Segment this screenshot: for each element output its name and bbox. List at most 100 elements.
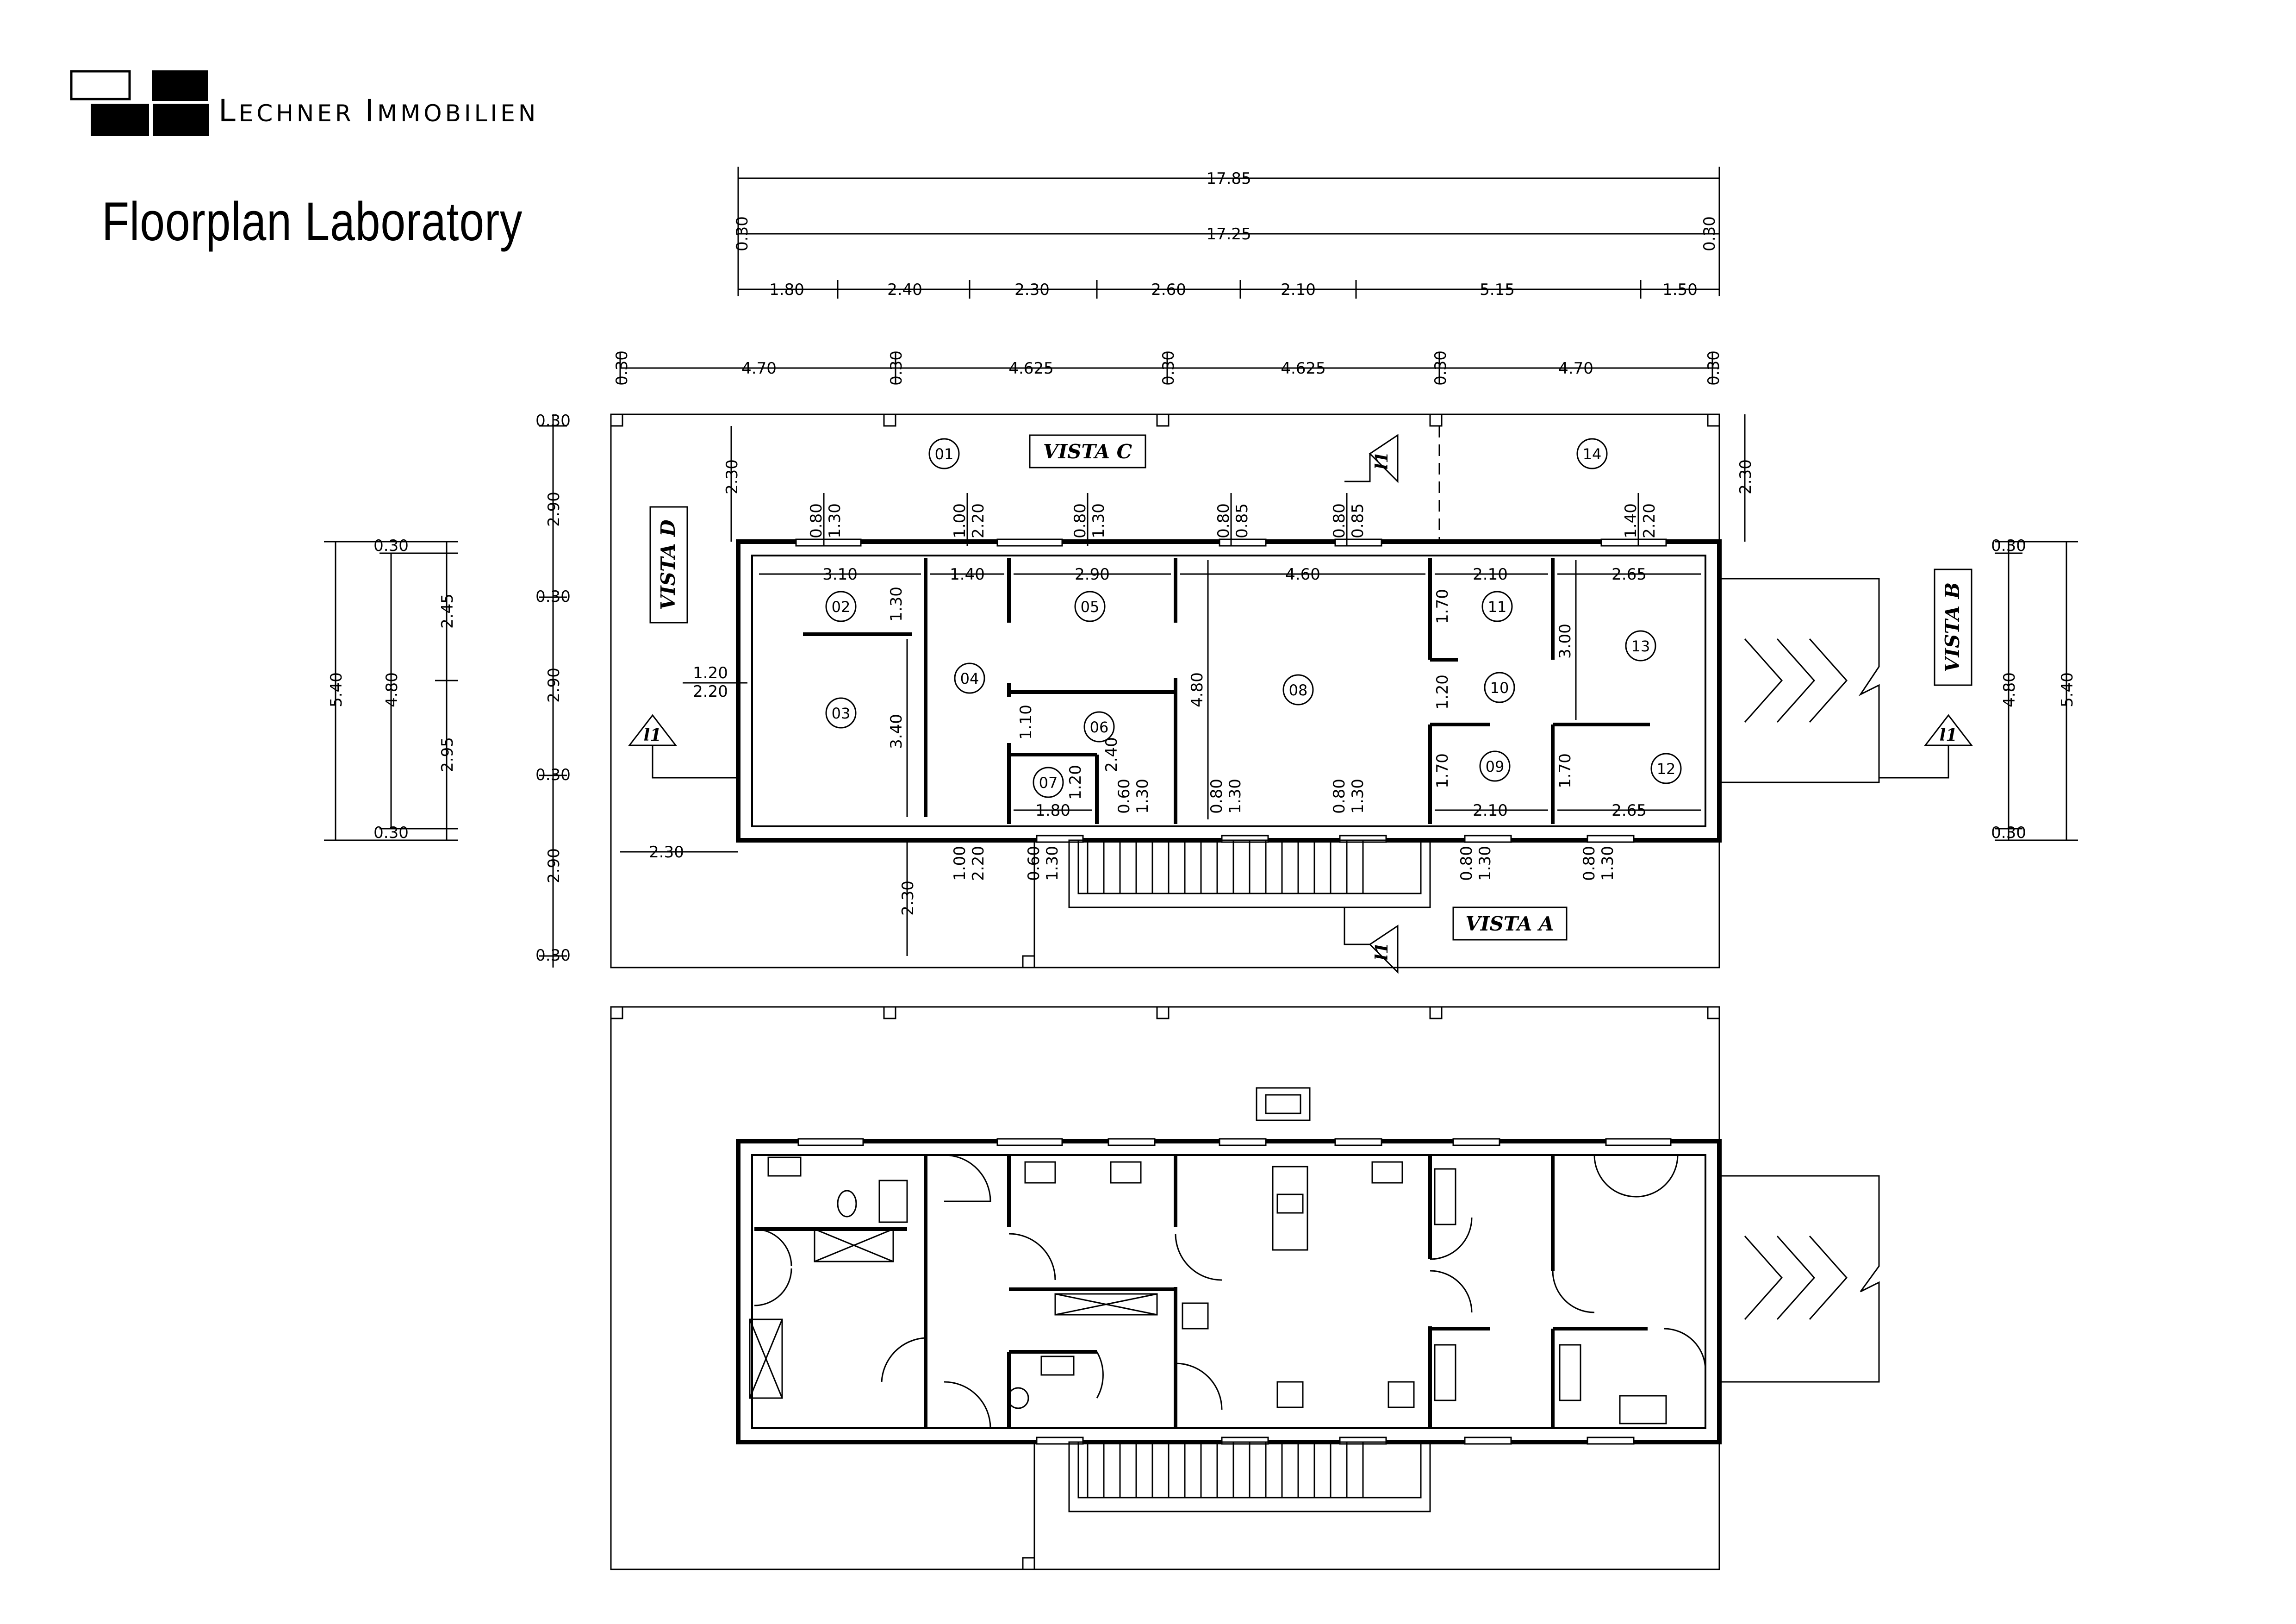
opening-bottom-3b: 1.30 bbox=[1476, 846, 1494, 881]
room-label: 01 bbox=[935, 445, 954, 463]
room-label: 07 bbox=[1039, 774, 1058, 792]
opening-top-3b: 1.30 bbox=[1089, 503, 1108, 538]
section-mark-north: l1 bbox=[1372, 452, 1392, 470]
r08-height: 4.80 bbox=[1188, 672, 1207, 707]
opening-bottom-1a: 1.00 bbox=[951, 846, 969, 881]
room-label: 05 bbox=[1081, 598, 1100, 616]
room-label: 09 bbox=[1486, 758, 1505, 775]
dim-end-right: 0.30 bbox=[1700, 216, 1719, 251]
col-span: 4.625 bbox=[1008, 359, 1053, 378]
opening-bottom-1b: 2.20 bbox=[969, 846, 988, 881]
col-tick: 0.30 bbox=[1431, 350, 1450, 386]
r13-width: 2.65 bbox=[1612, 565, 1647, 584]
right-section-inner: 4.80 bbox=[2000, 672, 2019, 707]
porch-right-dim: 2.30 bbox=[1736, 459, 1755, 494]
r12-width: 2.65 bbox=[1612, 801, 1647, 820]
opening-top-2a: 1.00 bbox=[951, 503, 969, 538]
r07-width: 1.80 bbox=[1035, 801, 1070, 820]
r04-width: 1.40 bbox=[950, 565, 985, 584]
porch-bottom-dim: 2.30 bbox=[899, 881, 917, 916]
dim-seg: 2.30 bbox=[1014, 281, 1050, 299]
col-tick: 0.30 bbox=[1705, 350, 1723, 386]
page-title: Floorplan Laboratory bbox=[102, 191, 523, 252]
dim-seg: 5.15 bbox=[1480, 281, 1515, 299]
vista-a-label: VISTA A bbox=[1465, 912, 1554, 935]
porch-top-dim: 2.30 bbox=[723, 459, 741, 494]
section-mark-west: l1 bbox=[644, 725, 662, 745]
col-tick: 0.30 bbox=[887, 350, 906, 386]
r06-height-2: 2.40 bbox=[1102, 737, 1121, 772]
dim-seg: 2.10 bbox=[1281, 281, 1316, 299]
opening-top-5b: 0.85 bbox=[1349, 503, 1367, 538]
opening-inner-3b: 1.30 bbox=[1349, 779, 1367, 814]
left-section-top: 0.30 bbox=[373, 537, 409, 555]
opening-inner-3a: 0.80 bbox=[1330, 779, 1349, 814]
dim-inner: 17.25 bbox=[1206, 225, 1251, 244]
opening-top-6a: 1.40 bbox=[1622, 503, 1640, 538]
left-tick: 0.30 bbox=[535, 412, 571, 430]
opening-bottom-2b: 1.30 bbox=[1043, 846, 1062, 881]
left-tick: 0.30 bbox=[535, 587, 571, 606]
r02-height: 1.30 bbox=[887, 587, 906, 622]
opening-bottom-2a: 0.60 bbox=[1025, 846, 1043, 881]
r02-width: 3.10 bbox=[822, 565, 858, 584]
opening-bottom-4b: 1.30 bbox=[1599, 846, 1617, 881]
left-span: 2.90 bbox=[545, 492, 563, 527]
room-label: 12 bbox=[1657, 760, 1676, 778]
company-logo: LECHNER IMMOBILIEN bbox=[70, 70, 535, 136]
r08-width: 4.60 bbox=[1285, 565, 1320, 584]
room-label: 11 bbox=[1488, 598, 1507, 616]
r09-width: 2.10 bbox=[1473, 801, 1508, 820]
r12-height: 1.70 bbox=[1556, 753, 1574, 788]
left-tick: 0.30 bbox=[535, 946, 571, 965]
door-west-a: 1.20 bbox=[693, 664, 728, 682]
dim-seg: 2.40 bbox=[887, 281, 922, 299]
r13-height: 3.00 bbox=[1556, 624, 1574, 659]
dim-seg: 1.80 bbox=[769, 281, 804, 299]
opening-inner-1b: 1.30 bbox=[1133, 779, 1152, 814]
r11-width: 2.10 bbox=[1473, 565, 1508, 584]
room-label: 04 bbox=[960, 670, 979, 687]
opening-inner-2a: 0.80 bbox=[1207, 779, 1226, 814]
r10-height: 1.20 bbox=[1433, 675, 1452, 710]
dim-seg: 2.60 bbox=[1151, 281, 1186, 299]
opening-top-6b: 2.20 bbox=[1640, 503, 1659, 538]
room-label: 08 bbox=[1289, 681, 1308, 699]
right-section-bottom: 0.30 bbox=[1991, 824, 2026, 842]
r03-height: 3.40 bbox=[887, 714, 906, 749]
room-label: 13 bbox=[1631, 637, 1650, 655]
section-mark-south: l1 bbox=[1372, 943, 1392, 961]
left-tick: 0.30 bbox=[535, 766, 571, 784]
dim-end-left: 0.30 bbox=[733, 216, 752, 251]
vista-c-label: VISTA C bbox=[1043, 440, 1132, 463]
opening-top-1a: 0.80 bbox=[807, 503, 826, 538]
col-tick: 0.30 bbox=[1159, 350, 1178, 386]
room-label: 10 bbox=[1490, 679, 1509, 697]
section-mark-east: l1 bbox=[1940, 725, 1958, 745]
opening-inner-2b: 1.30 bbox=[1226, 779, 1244, 814]
r05-width: 2.90 bbox=[1075, 565, 1110, 584]
opening-top-2b: 2.20 bbox=[969, 503, 988, 538]
r09-height: 1.70 bbox=[1433, 753, 1452, 788]
dim-overall: 17.85 bbox=[1206, 169, 1251, 188]
room-label: 06 bbox=[1090, 718, 1109, 736]
dim-seg: 1.50 bbox=[1662, 281, 1698, 299]
room-label: 14 bbox=[1583, 445, 1602, 463]
left-span: 2.90 bbox=[545, 848, 563, 883]
left-section-bottom: 0.30 bbox=[373, 824, 409, 842]
left-section-upper: 2.45 bbox=[438, 593, 457, 629]
opening-top-4a: 0.80 bbox=[1214, 503, 1233, 538]
r11-height: 1.70 bbox=[1433, 589, 1452, 624]
opening-bottom-4a: 0.80 bbox=[1580, 846, 1599, 881]
vista-b-label: VISTA B bbox=[1941, 582, 1964, 672]
left-section-total: 5.40 bbox=[327, 672, 346, 707]
room-label: 02 bbox=[832, 598, 851, 616]
opening-bottom-3a: 0.80 bbox=[1457, 846, 1476, 881]
vista-d-label: VISTA D bbox=[657, 519, 679, 610]
col-span: 4.70 bbox=[741, 359, 777, 378]
door-west-b: 2.20 bbox=[693, 682, 728, 701]
col-span: 4.625 bbox=[1281, 359, 1325, 378]
opening-top-5a: 0.80 bbox=[1330, 503, 1349, 538]
r06-height-1: 1.10 bbox=[1017, 705, 1035, 740]
